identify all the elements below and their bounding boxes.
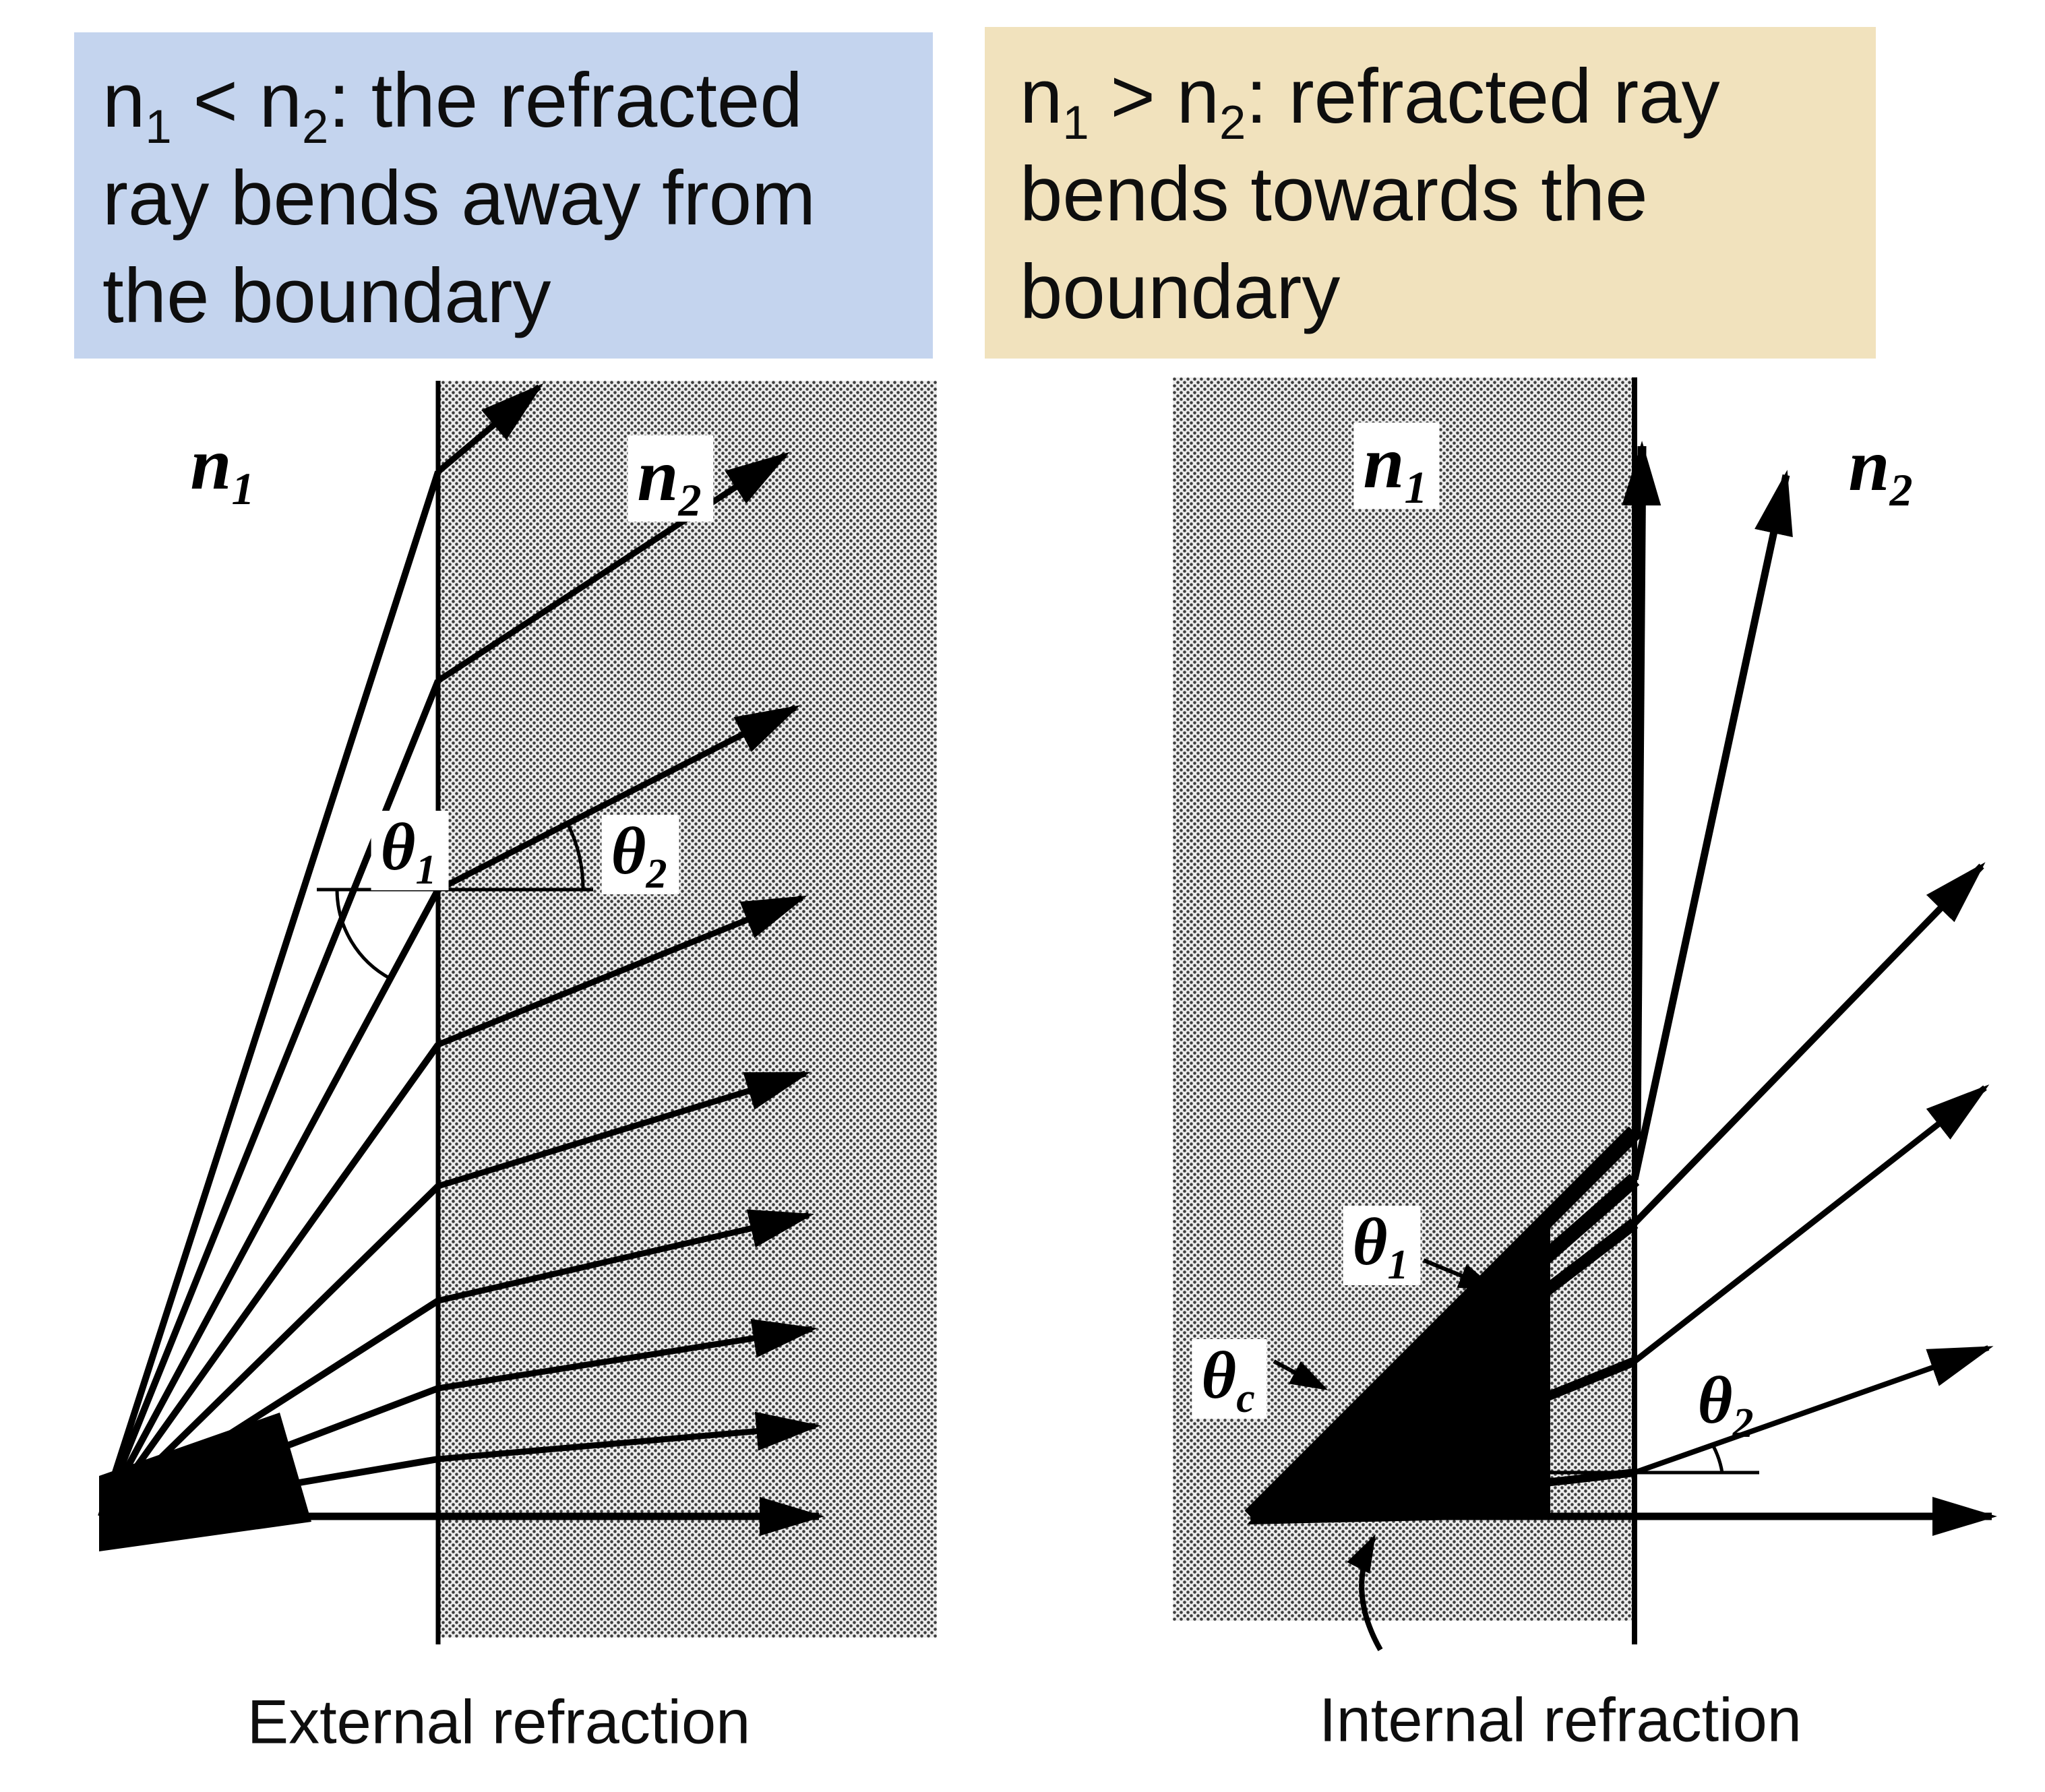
left-theta2-label: θ2 [601,815,679,895]
left-n2-label: n2 [628,435,714,523]
right-theta2-label: θ2 [1697,1363,1754,1446]
left-n1-label: n1 [190,423,255,514]
incident-rays [98,470,441,1520]
left-theta1-label: θ1 [371,811,449,891]
right-n2-label: n2 [1848,424,1913,516]
right-theta1-label: θ1 [1343,1206,1421,1286]
header-right-line3: boundary [1020,249,1341,335]
theta2-arc [566,822,585,890]
caption-external-refraction: External refraction [247,1688,751,1757]
caption-internal-refraction: Internal refraction [1319,1686,1802,1755]
header-right-line2: bends towards the [1020,151,1648,237]
theta1-leader-arrow [1422,1258,1497,1291]
theta1-arc [335,889,392,981]
refracted-rays [1250,441,1997,1536]
source-point-blob [99,1413,311,1551]
header-left-external: n1 < n2: the refracted ray bends away fr… [74,32,933,359]
right-n1-label: n1 [1353,423,1440,510]
theta2-arc [1711,1444,1724,1473]
thetac-leader-arrow [1273,1359,1329,1390]
external-refraction-diagram [98,381,937,1644]
dense-medium-region [438,381,937,1638]
rotation-curved-arrow [1347,1534,1383,1651]
header-right-line1: n1 > n2: refracted ray [1020,54,1720,149]
header-left-line3: the boundary [102,253,551,339]
header-right-internal: n1 > n2: refracted ray bends towards the… [985,27,1876,359]
right-thetac-label: θc [1192,1339,1267,1419]
header-left-line2: ray bends away from [102,155,816,241]
header-left-line1: n1 < n2: the refracted [102,58,803,153]
internal-refraction-diagram [1173,377,1997,1651]
